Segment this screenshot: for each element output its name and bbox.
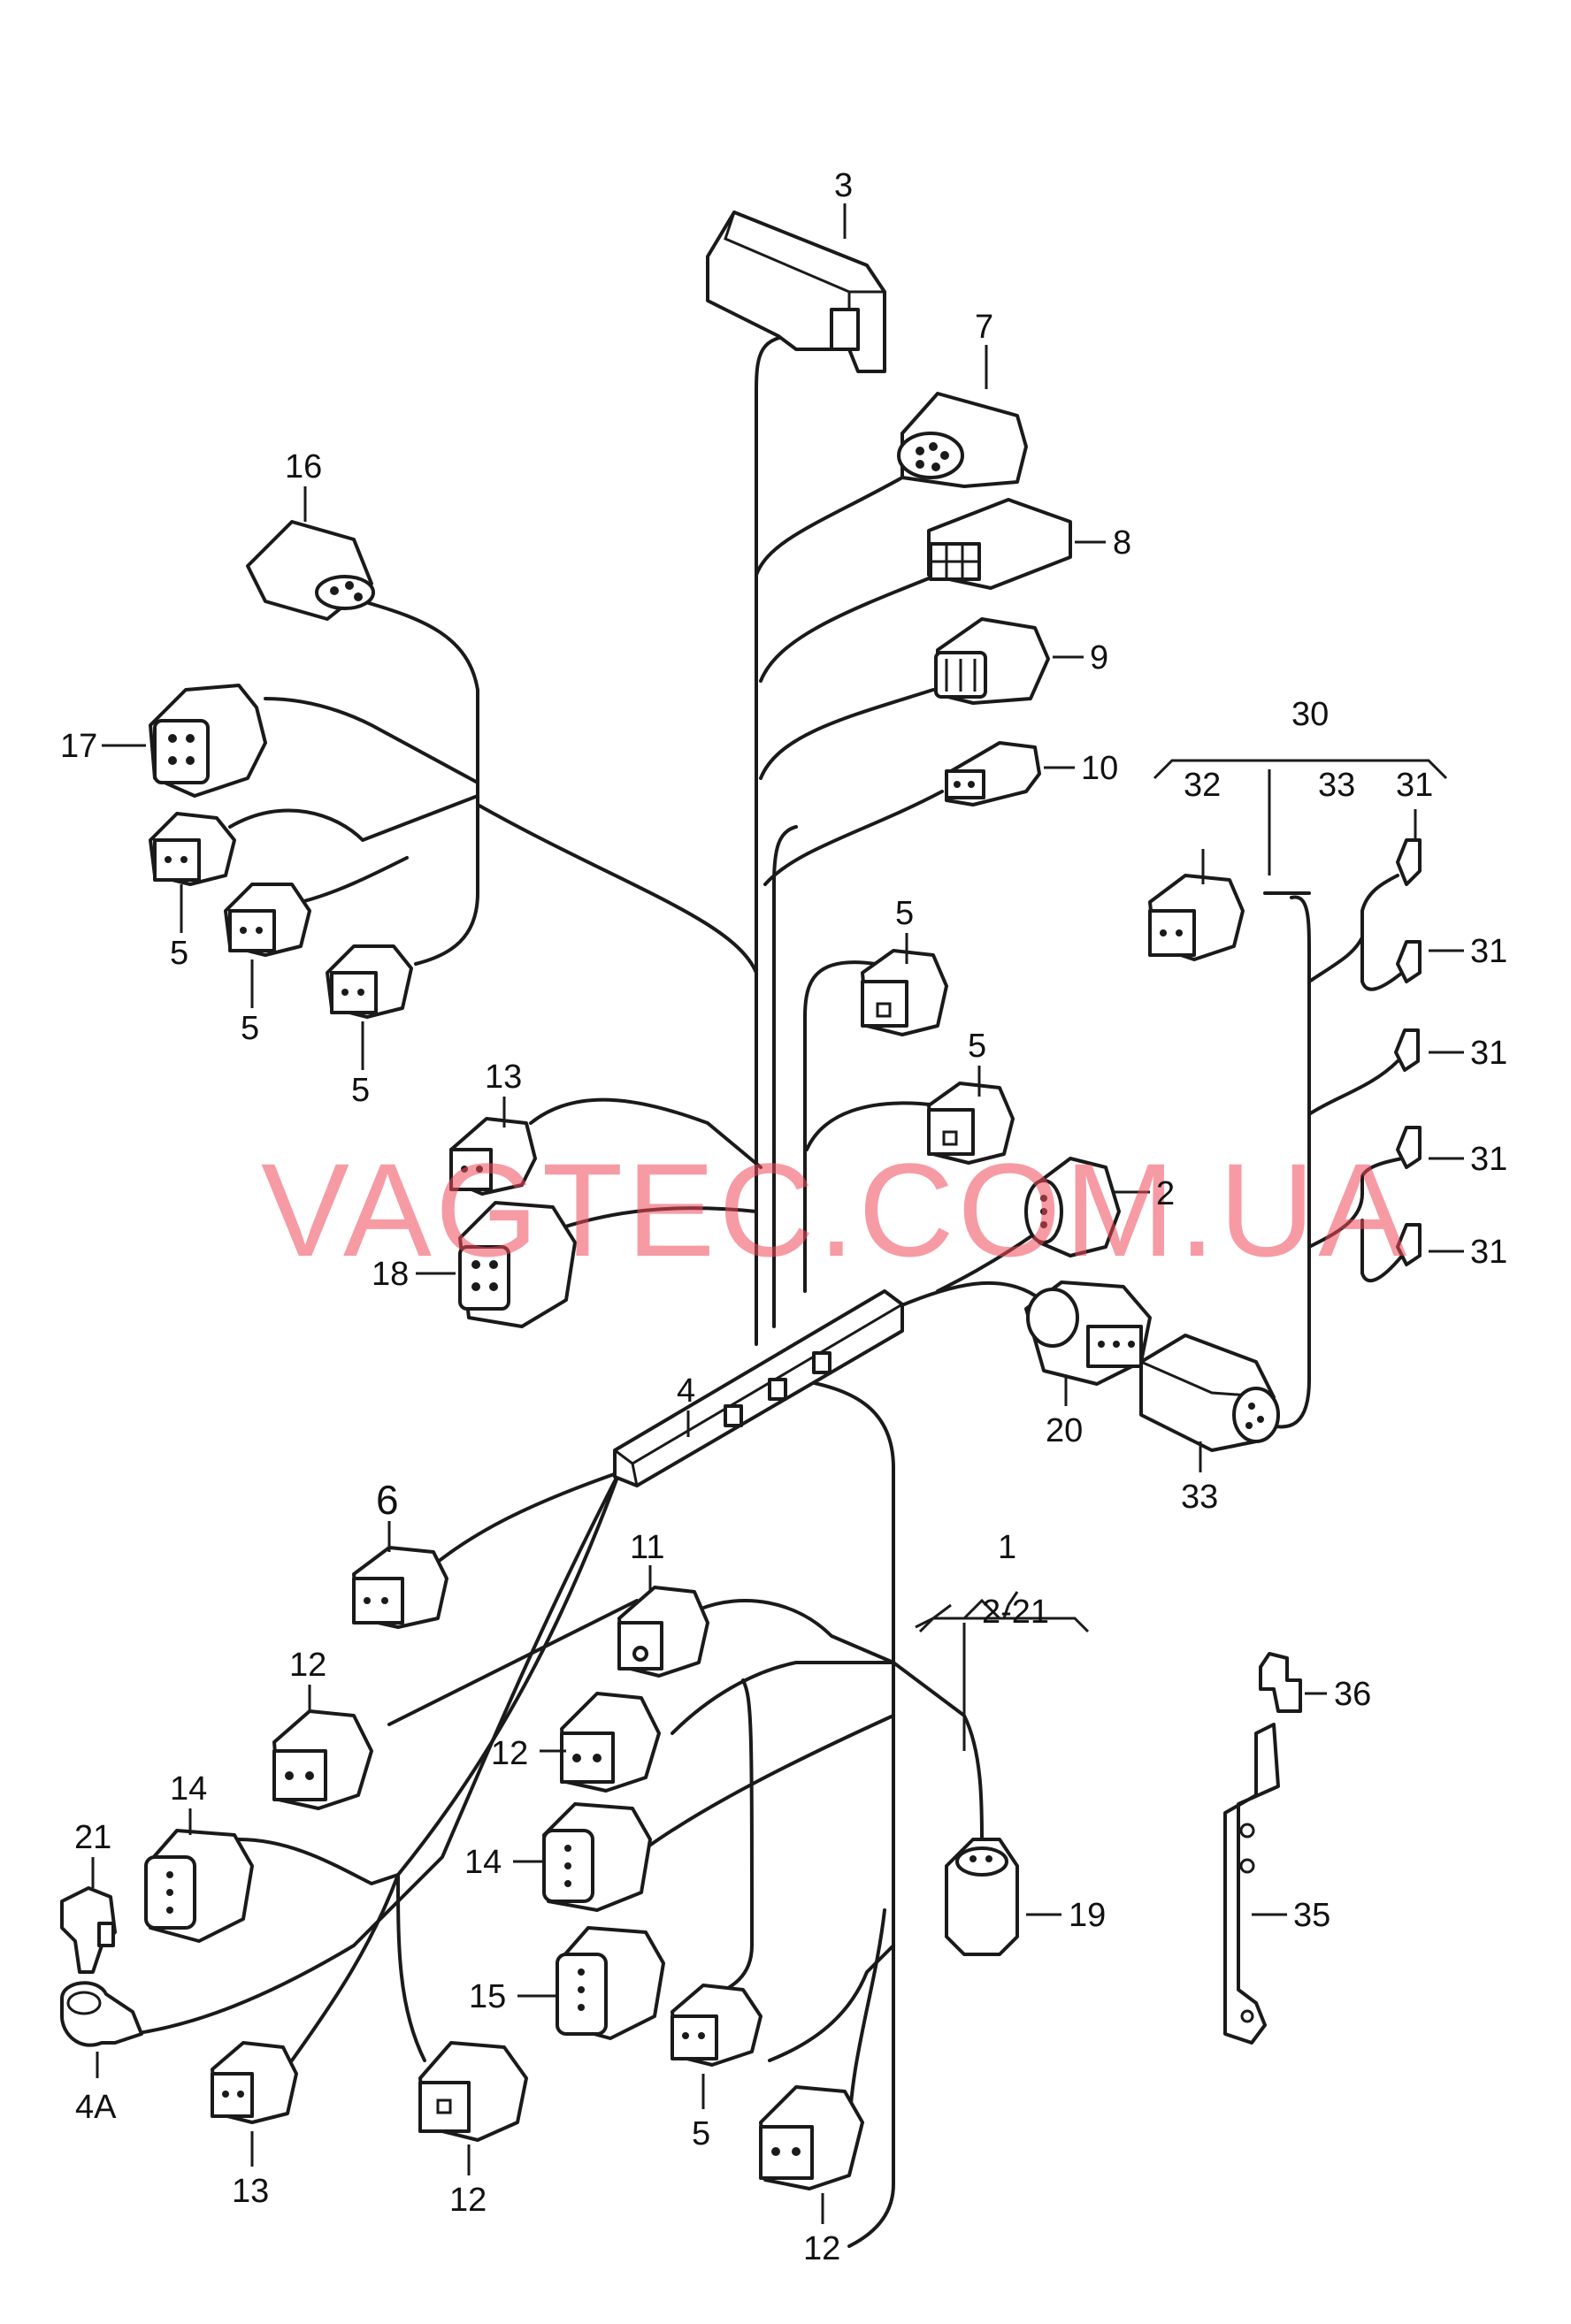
label-5-e: 5 — [968, 1028, 986, 1065]
label-12-a: 12 — [289, 1647, 326, 1684]
label-7: 7 — [975, 309, 993, 346]
label-13-b: 13 — [232, 2173, 269, 2210]
connector-12-a — [272, 1709, 373, 1810]
label-14-a: 14 — [170, 1770, 207, 1808]
connector-6 — [352, 1546, 448, 1629]
leader-lines — [91, 203, 1464, 2224]
connector-7 — [897, 392, 1028, 488]
label-5-d: 5 — [895, 895, 914, 932]
connector-17 — [149, 684, 267, 798]
label-20: 20 — [1046, 1412, 1083, 1449]
label-8: 8 — [1113, 524, 1131, 562]
sensor-31-group — [1394, 838, 1422, 1266]
label-3: 3 — [834, 167, 853, 204]
label-31-e: 31 — [1470, 1234, 1507, 1271]
connector-5-f — [671, 1984, 763, 2067]
connector-21 — [60, 1886, 117, 1974]
label-31-b: 31 — [1470, 933, 1507, 970]
wire-harness — [131, 334, 1404, 2248]
label-12-c: 12 — [449, 2182, 487, 2219]
label-35: 35 — [1293, 1897, 1330, 1934]
label-31-d: 31 — [1470, 1141, 1507, 1178]
ground-eyelet-4a — [60, 1981, 143, 2047]
connector-12-d — [759, 2085, 864, 2190]
connector-20 — [1024, 1280, 1152, 1386]
connector-12-b — [560, 1692, 661, 1793]
bracket-35 — [1223, 1723, 1280, 2045]
label-31-a: 31 — [1396, 767, 1433, 804]
label-5-c: 5 — [351, 1072, 370, 1109]
label-19: 19 — [1069, 1897, 1106, 1934]
label-12-d: 12 — [803, 2230, 840, 2267]
label-30: 30 — [1291, 696, 1329, 733]
connector-14-a — [144, 1829, 254, 1943]
connector-tube-4 — [613, 1289, 904, 1487]
label-2-21: 2-21 — [982, 1594, 1049, 1631]
label-1: 1 — [998, 1529, 1016, 1566]
label-5-b: 5 — [241, 1010, 259, 1047]
connector-32 — [1148, 874, 1245, 961]
connector-8 — [927, 498, 1072, 590]
label-15: 15 — [469, 1978, 506, 2015]
label-13-a: 13 — [485, 1059, 522, 1096]
label-4: 4 — [677, 1372, 695, 1410]
label-9: 9 — [1090, 639, 1108, 677]
connector-18 — [458, 1201, 577, 1328]
connector-16 — [246, 520, 375, 621]
label-5-f: 5 — [692, 2115, 710, 2152]
clip-36 — [1259, 1652, 1302, 1713]
connector-5-d — [861, 949, 948, 1036]
label-4a: 4A — [75, 2089, 117, 2126]
connector-3 — [706, 210, 886, 373]
label-14-b: 14 — [464, 1844, 502, 1881]
connector-10 — [945, 741, 1041, 807]
label-33-a: 33 — [1181, 1479, 1218, 1516]
connector-5-e — [927, 1082, 1015, 1165]
connector-13-a — [449, 1117, 537, 1196]
watermark-text: VAGTEC.COM.UA — [261, 1135, 1410, 1284]
connector-15 — [556, 1926, 665, 2040]
connector-14-b — [542, 1802, 652, 1912]
connector-5-a — [149, 812, 236, 886]
label-31-c: 31 — [1470, 1035, 1507, 1072]
connector-5-c — [326, 944, 413, 1019]
label-2: 2 — [1156, 1175, 1175, 1212]
label-33-b: 33 — [1318, 767, 1355, 804]
connector-2 — [1024, 1157, 1121, 1258]
connector-13-b — [211, 2041, 298, 2124]
label-12-b: 12 — [491, 1735, 528, 1772]
label-17: 17 — [60, 728, 97, 765]
label-6: 6 — [376, 1477, 399, 1523]
label-16: 16 — [285, 448, 322, 485]
label-5-a: 5 — [170, 935, 188, 972]
connector-19 — [945, 1838, 1019, 1956]
label-11: 11 — [630, 1529, 664, 1566]
label-10: 10 — [1081, 750, 1118, 787]
connector-5-b — [224, 883, 311, 957]
label-32: 32 — [1184, 767, 1221, 804]
label-21: 21 — [74, 1819, 111, 1856]
connector-12-c — [418, 2041, 528, 2142]
connector-9 — [934, 617, 1050, 705]
connector-11 — [617, 1586, 709, 1678]
label-18: 18 — [372, 1256, 409, 1293]
label-36: 36 — [1334, 1676, 1371, 1713]
part-labels: 3 7 8 9 10 16 17 5 5 5 5 5 2 13 18 4 20 … — [60, 167, 1507, 2267]
connector-33 — [1139, 1334, 1280, 1452]
